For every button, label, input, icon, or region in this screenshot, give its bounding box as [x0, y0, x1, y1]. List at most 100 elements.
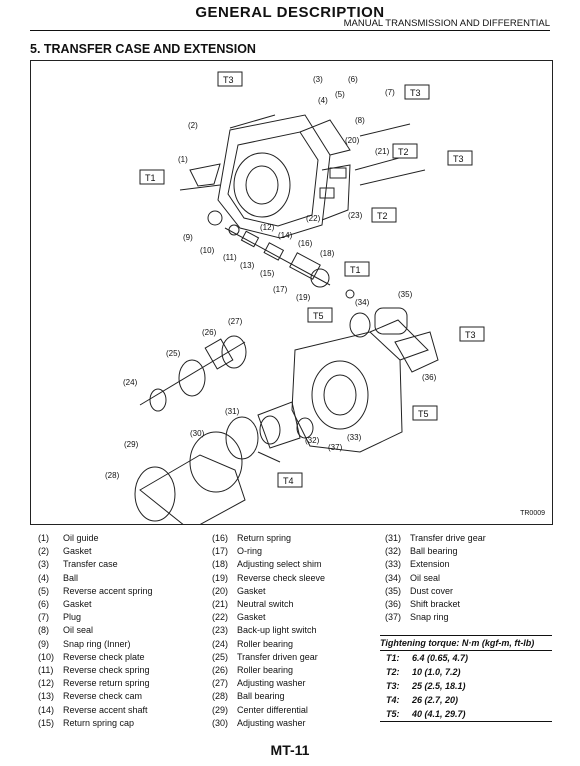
part-name: Neutral switch	[237, 599, 294, 610]
part-number: (22)	[212, 612, 229, 623]
part-name: Reverse check spring	[63, 665, 150, 676]
torque-table: Tightening torque: N·m (kgf-m, ft-lb) T1…	[380, 635, 552, 722]
callout-1: (1)	[178, 155, 188, 164]
callout-27: (27)	[228, 317, 243, 326]
part-name: Transfer driven gear	[237, 651, 318, 662]
parts-list-item: (19) Reverse check sleeve	[212, 572, 325, 585]
part-number: (15)	[38, 717, 55, 728]
part-number: (33)	[385, 559, 402, 570]
parts-list-item: (34)Oil seal	[385, 572, 486, 585]
part-name: Oil guide	[63, 533, 99, 543]
parts-list-item: (37)Snap ring	[385, 611, 486, 624]
parts-list-item: (27) Adjusting washer	[212, 677, 325, 690]
parts-list-item: (23)Back-up light switch	[212, 624, 325, 637]
callout-5: (5)	[335, 90, 345, 99]
parts-list-item: (25)Transfer driven gear	[212, 651, 325, 664]
torque-code: T2:	[386, 667, 400, 677]
torque-tag-t1-upper: T1	[145, 173, 156, 183]
callout-31: (31)	[225, 407, 240, 416]
callout-16: (16)	[298, 239, 313, 248]
torque-row: T3:25 (2.5, 18.1)	[380, 679, 552, 693]
part-number: (31)	[385, 533, 402, 543]
parts-list-col-3: (31)Transfer drive gear(32)Ball bearing(…	[385, 532, 486, 624]
parts-list-item: (15)Return spring cap	[38, 717, 153, 730]
callout-11: (11)	[223, 253, 237, 262]
torque-tag-t4: T4	[283, 476, 294, 486]
callout-35: (35)	[398, 290, 413, 299]
exploded-diagram-frame	[30, 60, 553, 525]
torque-code: T3:	[386, 681, 400, 691]
callout-28: (28)	[105, 471, 120, 480]
parts-list-item: (33)Extension	[385, 558, 486, 571]
parts-list-col-1: (1)Oil guide(2)Gasket(3)Transfer case(4)…	[38, 532, 153, 730]
part-name: Transfer drive gear	[410, 533, 486, 543]
part-name: Roller bearing	[237, 665, 294, 676]
part-name: Reverse check plate	[63, 651, 145, 662]
part-name: Ball bearing	[237, 691, 285, 702]
torque-tag-t5-lower: T5	[418, 409, 429, 419]
part-number: (27)	[212, 678, 229, 689]
callout-15: (15)	[260, 269, 275, 278]
part-number: (26)	[212, 665, 229, 676]
torque-tag-t1-lower: T1	[350, 265, 361, 275]
callout-18: (18)	[320, 249, 335, 258]
callout-24: (24)	[123, 378, 138, 387]
part-number: (13)	[38, 691, 55, 702]
part-number: (34)	[385, 572, 402, 583]
exploded-diagram: (1) (2) (3) (4) (5) (6) (7) (8) (9) (10)…	[105, 71, 485, 525]
part-number: (10)	[38, 651, 55, 662]
part-number: (1)	[38, 533, 49, 543]
part-name: Snap ring (Inner)	[63, 638, 131, 649]
part-number: (35)	[385, 585, 402, 596]
part-name: Oil seal	[63, 625, 94, 636]
torque-value: 6.4 (0.65, 4.7)	[412, 653, 469, 663]
part-number: (29)	[212, 704, 229, 715]
callout-10: (10)	[200, 246, 215, 255]
callout-36: (36)	[422, 373, 437, 382]
part-number: (16)	[212, 533, 229, 543]
part-name: Adjusting washer	[237, 678, 306, 689]
part-number: (5)	[38, 585, 49, 596]
part-name: Ball bearing	[410, 546, 458, 557]
part-number: (20)	[212, 585, 229, 596]
parts-list-item: (28)Ball bearing	[212, 690, 325, 703]
torque-heading: Tightening torque: N·m (kgf-m, ft-lb)	[380, 636, 552, 651]
part-number: (30)	[212, 717, 229, 728]
part-number: (37)	[385, 612, 402, 623]
part-name: Reverse accent spring	[63, 585, 153, 596]
callout-13: (13)	[240, 261, 255, 270]
part-name: O-ring	[237, 546, 263, 557]
part-name: Roller bearing	[237, 638, 294, 649]
callout-6: (6)	[348, 75, 358, 84]
torque-tag-t2-lower: T2	[377, 211, 388, 221]
parts-list-item: (35)Dust cover	[385, 585, 486, 598]
part-number: (3)	[38, 559, 49, 570]
parts-list-item: (22) Gasket	[212, 611, 325, 624]
part-number: (21)	[212, 599, 229, 610]
callout-8: (8)	[355, 116, 365, 125]
part-name: Reverse check sleeve	[237, 572, 326, 583]
parts-list-item: (13)Reverse check cam	[38, 690, 153, 703]
parts-list-item: (5) Reverse accent spring	[38, 585, 153, 598]
parts-list-item: (32)Ball bearing	[385, 545, 486, 558]
part-number: (19)	[212, 572, 229, 583]
torque-value: 40 (4.1, 29.7)	[412, 709, 466, 719]
parts-list-item: (17)O-ring	[212, 545, 325, 558]
part-name: Return spring	[237, 533, 292, 543]
parts-list-item: (16) Return spring	[212, 532, 325, 545]
torque-rows: T1:6.4 (0.65, 4.7)T2:10 (1.0, 7.2)T3:25 …	[380, 651, 552, 721]
part-number: (2)	[38, 546, 49, 557]
part-name: Gasket	[237, 612, 266, 623]
parts-list-item: (6)Gasket	[38, 598, 153, 611]
callout-25: (25)	[166, 349, 181, 358]
callout-34: (34)	[355, 298, 370, 307]
part-name: Shift bracket	[410, 599, 461, 610]
part-name: Gasket	[63, 546, 92, 557]
torque-row: T5: 40 (4.1, 29.7)	[380, 707, 552, 721]
part-number: (4)	[38, 572, 49, 583]
part-name: Center differential	[237, 704, 308, 715]
parts-list-item: (14)Reverse accent shaft	[38, 704, 153, 717]
parts-list-item: (20)Gasket	[212, 585, 325, 598]
callout-17: (17)	[273, 285, 288, 294]
torque-code: T5:	[386, 709, 400, 719]
